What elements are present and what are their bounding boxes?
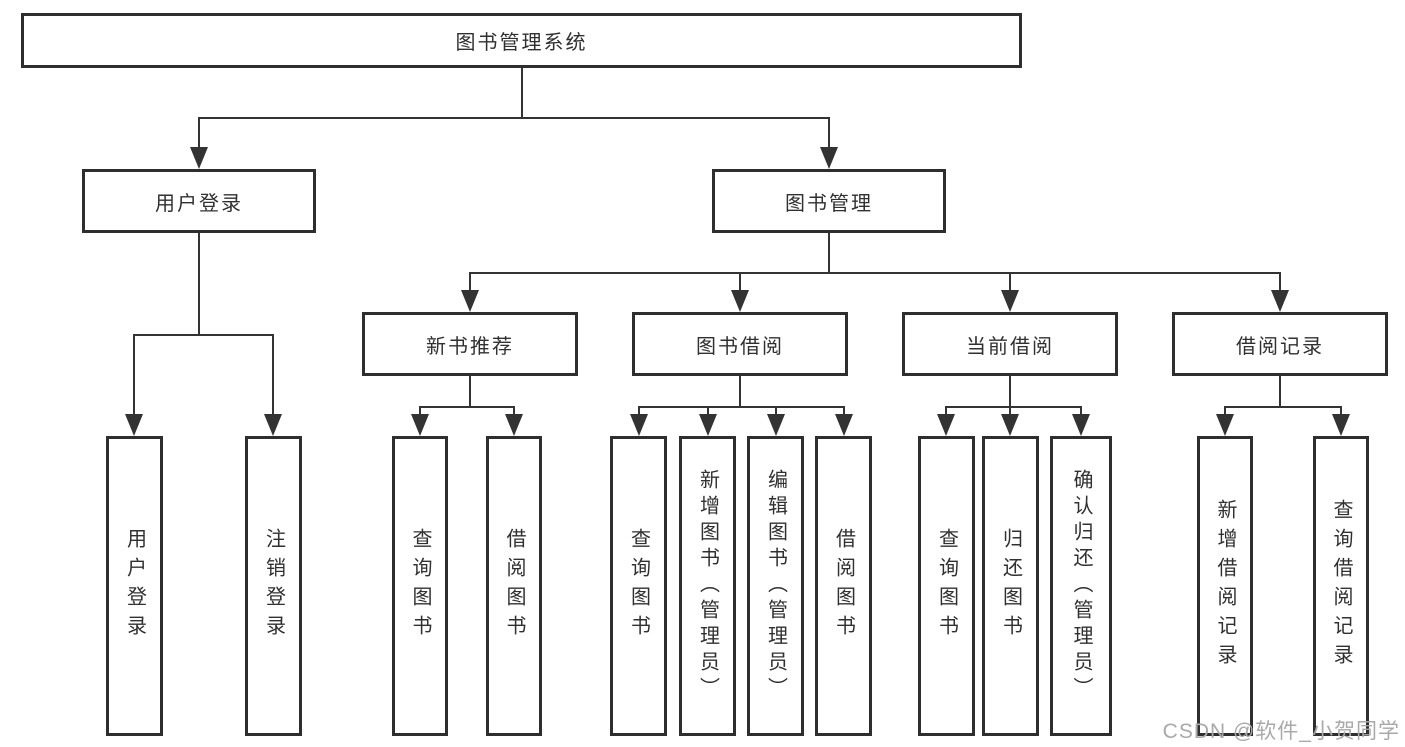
connector-line	[1340, 406, 1342, 418]
arrowhead-icon	[1001, 290, 1019, 312]
connector-line	[775, 406, 777, 418]
arrowhead-icon	[411, 414, 429, 436]
connector-line	[419, 406, 515, 408]
arrowhead-icon	[1072, 414, 1090, 436]
connector-line	[419, 406, 421, 418]
connector-line	[1009, 406, 1011, 418]
connector-line	[1009, 272, 1011, 294]
connector-line	[638, 406, 845, 408]
connector-line	[1080, 406, 1082, 418]
node-book-borrow-label: 图书借阅	[696, 335, 784, 358]
leaf-add-borrow-record: 新增借阅记录	[1197, 436, 1253, 736]
arrowhead-icon	[1271, 290, 1289, 312]
node-root-label: 图书管理系统	[455, 32, 588, 54]
leaf-logout-label: 注销登录	[262, 528, 285, 644]
leaf-user-login-label: 用户登录	[123, 528, 146, 644]
connector-line	[638, 406, 640, 418]
connector-line	[707, 406, 709, 418]
node-borrow-record: 借阅记录	[1172, 312, 1388, 376]
leaf-borrow-book-2-label: 借阅图书	[832, 528, 855, 644]
leaf-query-book-3: 查询图书	[918, 436, 975, 736]
node-user-login-label: 用户登录	[155, 192, 243, 215]
connector-line	[739, 272, 741, 294]
arrowhead-icon	[835, 414, 853, 436]
leaf-add-book-admin: 新增图书（管理员）	[679, 436, 736, 736]
connector-line	[469, 272, 471, 294]
node-borrow-record-label: 借阅记录	[1236, 335, 1324, 358]
node-book-management-label: 图书管理	[785, 192, 873, 215]
leaf-query-book-1: 查询图书	[392, 436, 448, 736]
node-new-book-recommend-label: 新书推荐	[426, 335, 514, 358]
leaf-query-book-1-label: 查询图书	[409, 528, 431, 644]
leaf-confirm-return-admin: 确认归还（管理员）	[1050, 436, 1112, 736]
arrowhead-icon	[505, 414, 523, 436]
node-current-borrow-label: 当前借阅	[966, 335, 1054, 358]
leaf-return-book: 归还图书	[982, 436, 1039, 736]
leaf-query-borrow-record-label: 查询借阅记录	[1330, 499, 1352, 673]
connector-line	[272, 334, 274, 418]
node-book-management: 图书管理	[712, 169, 946, 233]
connector-line	[469, 272, 1281, 274]
connector-line	[843, 406, 845, 418]
arrowhead-icon	[1216, 414, 1234, 436]
connector-line	[945, 406, 947, 418]
leaf-return-book-label: 归还图书	[999, 528, 1022, 644]
arrowhead-icon	[461, 290, 479, 312]
watermark-text: CSDN @软件_小贺同学	[1162, 720, 1400, 743]
arrowhead-icon	[1001, 414, 1019, 436]
leaf-user-login: 用户登录	[106, 436, 163, 736]
node-current-borrow: 当前借阅	[902, 312, 1118, 376]
connector-line	[739, 376, 741, 408]
connector-line	[1279, 376, 1281, 408]
connector-line	[198, 117, 200, 151]
connector-line	[198, 233, 200, 336]
arrowhead-icon	[731, 290, 749, 312]
arrowhead-icon	[767, 414, 785, 436]
leaf-confirm-return-admin-label: 确认归还（管理员）	[1070, 469, 1092, 703]
leaf-query-book-2-label: 查询图书	[627, 528, 650, 644]
connector-line	[1224, 406, 1226, 418]
leaf-borrow-book-2: 借阅图书	[815, 436, 872, 736]
connector-line	[133, 334, 135, 418]
node-root: 图书管理系统	[21, 13, 1022, 68]
arrowhead-icon	[190, 147, 208, 169]
arrowhead-icon	[1332, 414, 1350, 436]
leaf-query-borrow-record: 查询借阅记录	[1313, 436, 1369, 736]
arrowhead-icon	[264, 414, 282, 436]
leaf-add-book-admin-label: 新增图书（管理员）	[696, 469, 719, 703]
arrowhead-icon	[699, 414, 717, 436]
leaf-edit-book-admin: 编辑图书（管理员）	[747, 436, 804, 736]
leaf-borrow-book-1-label: 借阅图书	[503, 528, 525, 644]
connector-line	[133, 334, 274, 336]
node-user-login: 用户登录	[82, 169, 316, 233]
connector-line	[1224, 406, 1342, 408]
connector-line	[521, 68, 523, 118]
connector-line	[198, 117, 830, 119]
leaf-borrow-book-1: 借阅图书	[486, 436, 542, 736]
leaf-query-book-2: 查询图书	[610, 436, 667, 736]
connector-line	[945, 406, 1082, 408]
connector-line	[1279, 272, 1281, 294]
arrowhead-icon	[820, 147, 838, 169]
node-new-book-recommend: 新书推荐	[362, 312, 578, 376]
connector-line	[1009, 376, 1011, 408]
leaf-edit-book-admin-label: 编辑图书（管理员）	[764, 469, 787, 703]
connector-line	[513, 406, 515, 418]
arrowhead-icon	[937, 414, 955, 436]
connector-line	[828, 117, 830, 151]
arrowhead-icon	[125, 414, 143, 436]
leaf-add-borrow-record-label: 新增借阅记录	[1214, 499, 1236, 673]
connector-line	[828, 233, 830, 274]
leaf-logout: 注销登录	[245, 436, 302, 736]
node-book-borrow: 图书借阅	[632, 312, 848, 376]
connector-line	[469, 376, 471, 408]
leaf-query-book-3-label: 查询图书	[935, 528, 958, 644]
arrowhead-icon	[630, 414, 648, 436]
